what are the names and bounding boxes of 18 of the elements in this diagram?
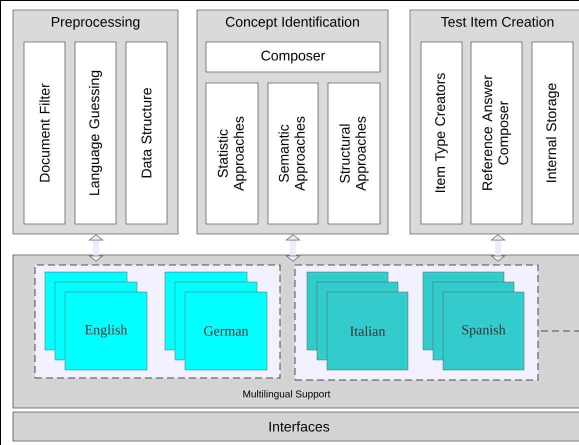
language-stack: English — [44, 272, 148, 370]
double-arrow — [88, 234, 104, 262]
component-box: Data Structure — [126, 42, 168, 224]
component-box: Semantic Approaches — [268, 82, 318, 224]
language-stack: Italian — [306, 272, 408, 370]
double-arrow — [285, 234, 301, 262]
language-stack: Spanish — [422, 272, 524, 370]
component-box: Document Filter — [24, 42, 66, 224]
component-box: Language Guessing — [74, 42, 116, 224]
component-box: Statistic Approaches — [206, 82, 258, 224]
language-stack: German — [164, 272, 268, 370]
component-box: Reference Answer Composer — [470, 42, 522, 224]
double-arrow — [490, 234, 506, 262]
component-box: Structural Approaches — [328, 82, 380, 224]
interface-bar: Interfaces — [12, 412, 579, 442]
component-box: Composer — [206, 42, 380, 72]
component-box: Item Type Creators — [420, 42, 462, 224]
component-box: Internal Storage — [532, 42, 574, 224]
